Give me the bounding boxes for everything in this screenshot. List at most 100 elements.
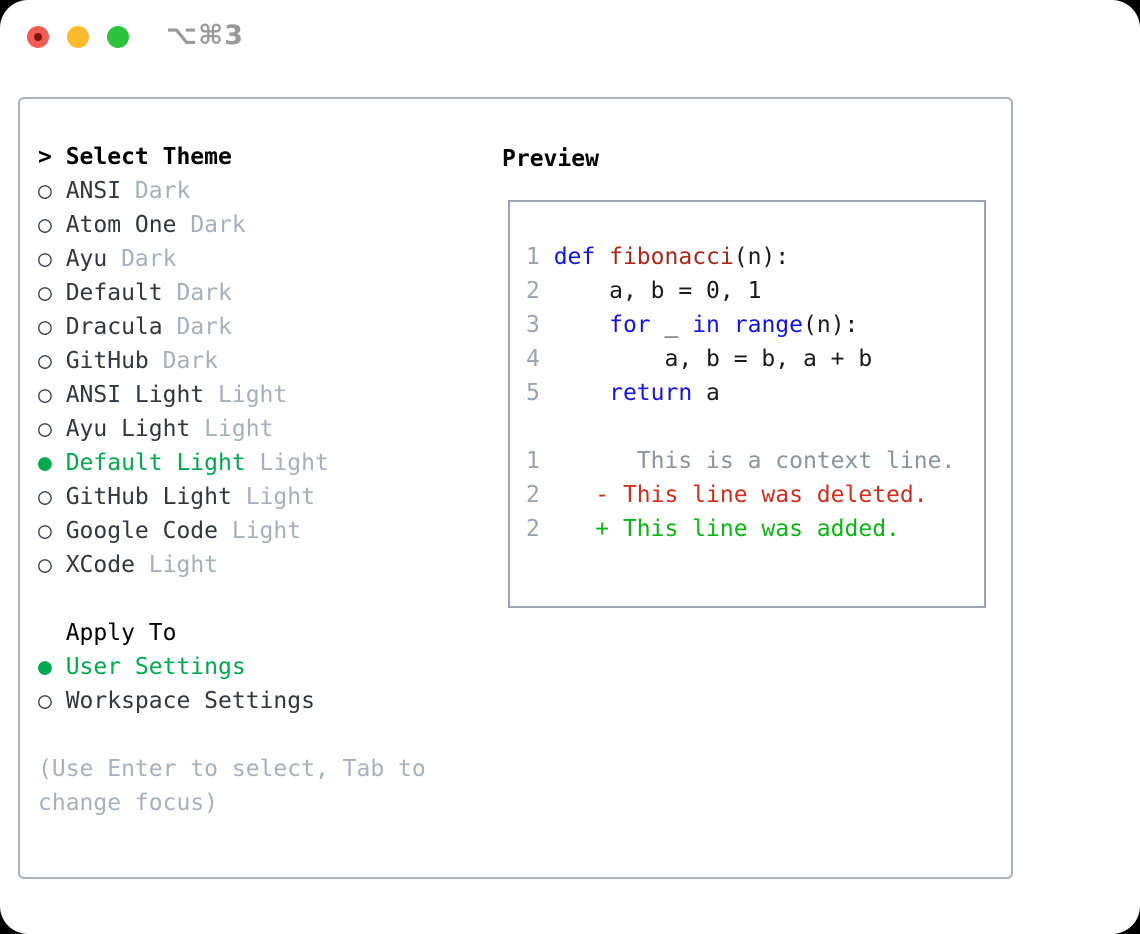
radio-unselected-icon: ○ [38,416,52,442]
code-line: 2 a, b = 0, 1 [526,274,984,308]
code-token: def [553,244,596,270]
theme-variant-tag: Dark [107,246,177,272]
theme-option-ansi-light[interactable]: ○ ANSI Light Light [38,378,426,412]
theme-option-xcode[interactable]: ○ XCode Light [38,548,426,582]
zoom-button[interactable] [107,26,129,48]
code-token [595,244,609,270]
theme-variant-tag: Dark [176,212,246,238]
theme-name: Atom One [65,212,177,238]
theme-name: Default Light [65,450,246,476]
theme-variant-tag: Light [190,416,274,442]
code-token: - This line was deleted. [553,482,928,508]
theme-option-google-code[interactable]: ○Google Code Light [38,514,426,548]
radio-unselected-icon: ○ [38,246,52,272]
theme-option-default[interactable]: ○ Default Dark [38,276,426,310]
radio-unselected-icon: ○ [38,212,52,238]
theme-variant-tag: Dark [162,280,232,306]
theme-option-ayu[interactable]: ○ Ayu Dark [38,242,426,276]
code-token [720,312,734,338]
apply-option-workspace-settings[interactable]: ○ Workspace Settings [38,684,426,718]
apply-option-name: Workspace Settings [65,688,315,714]
code-token: a [692,380,720,406]
code-token: for [609,312,651,338]
theme-name: GitHub [65,348,149,374]
theme-variant-tag: Light [134,552,219,578]
code-token: _ [650,312,693,338]
code-token: (n): [733,244,790,270]
radio-unselected-icon: ○ [38,280,52,306]
theme-variant-tag: Dark [121,178,191,204]
code-line: 2 + This line was added. [526,512,984,546]
theme-name: ANSI [65,178,122,204]
code-token: 2 [526,278,554,304]
theme-variant-tag: Dark [162,314,232,340]
code-token: 1 [526,244,554,270]
theme-variant-tag: Light [231,484,315,510]
theme-option-ansi[interactable]: ○ANSI Dark [38,174,426,208]
theme-option-atom-one[interactable]: ○ Atom One Dark [38,208,426,242]
code-line: 5 return a [526,376,984,410]
theme-name: Dracula [65,314,163,340]
theme-option-ayu-light[interactable]: ○ Ayu Light Light [38,412,426,446]
theme-name: Default [65,280,163,306]
code-token: a, b = b, a + b [553,346,873,372]
apply-to-header: Apply To [38,616,426,650]
code-line: 1 This is a context line. [526,444,984,478]
radio-unselected-icon: ○ [38,688,52,714]
theme-list-title: Select Theme [65,144,232,170]
code-line [526,410,984,444]
theme-name: GitHub Light [65,484,232,510]
radio-unselected-icon: ○ [38,314,52,340]
theme-option-default-light[interactable]: ● Default Light Light [38,446,426,480]
code-token: a, b = 0, 1 [553,278,762,304]
theme-name: Ayu Light [65,416,191,442]
theme-variant-tag: Light [204,382,288,408]
code-line: 4 a, b = b, a + b [526,342,984,376]
theme-option-github-light[interactable]: ○ GitHub Light Light [38,480,426,514]
spacer-row [38,718,426,752]
close-button[interactable] [27,26,49,48]
titlebar: ⌥⌘3 [0,0,1140,76]
code-line: 1 def fibonacci(n): [526,240,984,274]
apply-to-title: Apply To [65,620,177,646]
code-token: return [609,380,693,406]
radio-unselected-icon: ○ [38,552,52,578]
code-token: + This line was added. [553,516,900,542]
theme-name: Google Code [65,518,219,544]
radio-selected-icon: ● [38,450,52,476]
theme-variant-tag: Light [245,450,329,476]
help-text-line: change focus) [38,790,219,816]
radio-selected-icon: ● [38,654,52,680]
theme-list-header: >Select Theme [38,140,426,174]
theme-variant-tag: Light [218,518,302,544]
code-token: 5 [526,380,554,406]
radio-unselected-icon: ○ [38,484,52,510]
theme-name: ANSI Light [65,382,205,408]
code-token: (n): [803,312,859,338]
code-token: fibonacci [609,244,734,270]
code-line: 3 for _ in range(n): [526,308,984,342]
theme-option-dracula[interactable]: ○ Dracula Dark [38,310,426,344]
code-token: 1 [526,448,554,474]
theme-option-github[interactable]: ○ GitHub Dark [38,344,426,378]
theme-name: Ayu [65,246,108,272]
theme-selector-column: >Select Theme ○ANSI Dark○Atom One Dark○A… [38,140,426,820]
radio-unselected-icon: ○ [38,348,52,374]
theme-name: XCode [65,552,135,578]
main-panel: >Select Theme ○ANSI Dark○Atom One Dark○A… [18,97,1013,879]
code-token: This is a context line. [553,448,956,474]
theme-list: ○ANSI Dark○Atom One Dark○Ayu Dark○Defaul… [38,174,426,582]
radio-unselected-icon: ○ [38,382,52,408]
apply-option-user-settings[interactable]: ●User Settings [38,650,426,684]
code-token: 3 [526,312,554,338]
spacer-row [38,582,426,616]
minimize-button[interactable] [67,26,89,48]
code-token: 2 [526,482,554,508]
code-token [554,380,609,406]
apply-to-list: ●User Settings ○ Workspace Settings [38,650,426,718]
theme-variant-tag: Dark [148,348,219,374]
